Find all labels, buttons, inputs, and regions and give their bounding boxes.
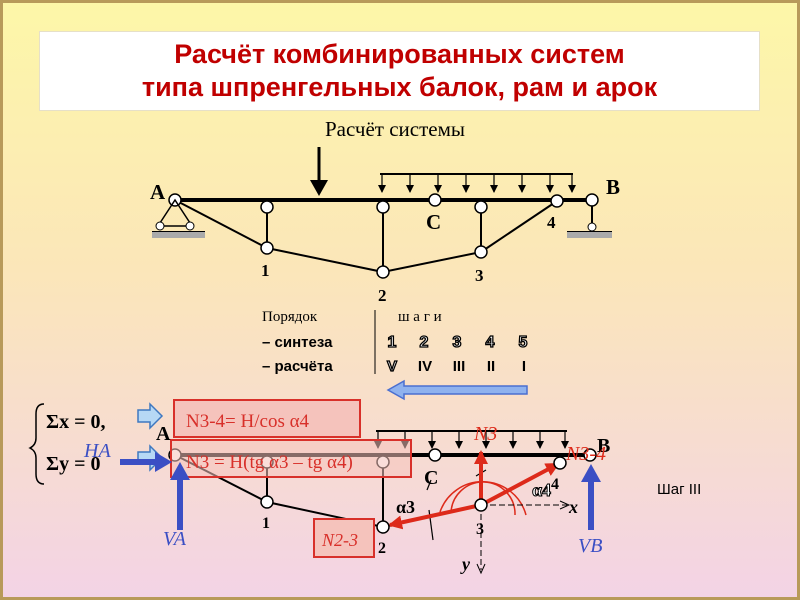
upper-truss-chord (174, 199, 558, 274)
upper-node-4: 4 (547, 213, 556, 232)
lower-node-3: 3 (476, 521, 484, 538)
title-box: Расчёт комбинированных систем типа шпрен… (39, 31, 760, 111)
label-n3: N3 (473, 423, 497, 445)
lower-node-4: 4 (551, 476, 559, 493)
order-header-right: ш а г и (398, 309, 442, 325)
synthesis-step-3: 3 (453, 334, 462, 351)
label-alpha3: α3 (396, 497, 415, 517)
angle-arc-inner (450, 481, 516, 516)
point-load-arrowhead (310, 180, 328, 196)
lower-diagram: N3 = H(tg α3 – tg α4) N2-3 A B C 1 2 3 4… (83, 423, 610, 575)
upper-diagram: A B C 1 2 3 4 (150, 147, 620, 305)
upper-label-a: A (150, 180, 166, 204)
order-row1-label: – синтеза (262, 334, 333, 351)
calc-step-5: I (522, 358, 526, 375)
calc-direction-arrow (386, 379, 528, 401)
order-row2-label: – расчёта (262, 358, 333, 375)
lower-node-1: 1 (262, 515, 270, 532)
force-n34-arrow (480, 462, 560, 507)
step-label: Шаг III (657, 481, 701, 498)
calc-step-3: III (453, 358, 466, 375)
formula-box-n3 (170, 439, 412, 478)
distributed-load-line (380, 173, 573, 175)
lower-label-c: C (424, 467, 438, 489)
support-a (152, 198, 205, 238)
title-line-1: Расчёт комбинированных систем (174, 39, 625, 69)
synthesis-step-1: 1 (388, 334, 397, 351)
local-axis-y-head (476, 563, 486, 575)
upper-node-2: 2 (378, 286, 387, 305)
axis-y-label: y (460, 554, 471, 574)
formula-n3: N3 = H(tg α3 – tg α4) (186, 452, 353, 473)
equation-brace (28, 403, 45, 485)
axis-x-label: x (568, 497, 578, 517)
label-ha: HA (83, 440, 111, 462)
order-table: Порядок ш а г и – синтеза – расчёта 1 2 … (262, 309, 528, 401)
upper-node-3: 3 (475, 266, 484, 285)
upper-node-1: 1 (261, 261, 270, 280)
formula-box-n34 (173, 399, 361, 438)
lower-label-a: A (156, 423, 171, 445)
equation-2: Σy = 0 (46, 453, 100, 475)
synthesis-step-2: 2 (420, 334, 429, 351)
synthesis-step-5: 5 (519, 334, 528, 351)
reaction-va (170, 462, 190, 530)
eq1-pointer-arrow (137, 402, 164, 430)
label-vb: VB (578, 535, 602, 557)
equation-1: Σx = 0, (46, 411, 105, 433)
reaction-vb (581, 464, 601, 530)
upper-label-c: C (426, 210, 441, 234)
upper-hinges (168, 193, 599, 279)
formula-box-n23 (313, 518, 375, 558)
lower-distributed-load-line (376, 430, 567, 432)
label-alpha4: α4 (532, 480, 551, 500)
distributed-load-arrows (378, 174, 576, 193)
formula-n34: N3-4= H/cos α4 (186, 411, 310, 432)
title-line-2: типа шпренгельных балок, рам и арок (141, 72, 658, 102)
support-b (567, 206, 612, 238)
calc-step-2: IV (418, 358, 432, 375)
reaction-ha (120, 452, 172, 472)
local-axis-x-head (559, 500, 571, 510)
calc-step-1: V (387, 358, 397, 375)
upper-label-b: B (606, 175, 620, 199)
label-n34: N3-4 (565, 443, 606, 465)
calc-step-4: II (487, 358, 495, 375)
subtitle: Расчёт системы (325, 117, 465, 141)
label-va: VA (163, 528, 187, 550)
lower-label-b: B (597, 435, 610, 457)
label-n23: N2-3 (321, 530, 358, 550)
order-header-left: Порядок (262, 309, 318, 325)
equations: Σx = 0, Σy = 0 N3-4= H/cos α4 (28, 399, 361, 485)
synthesis-step-4: 4 (486, 334, 495, 351)
lower-distributed-load-arrows (374, 431, 569, 449)
force-n23-arrow (388, 503, 482, 530)
lower-node-2: 2 (378, 540, 386, 557)
